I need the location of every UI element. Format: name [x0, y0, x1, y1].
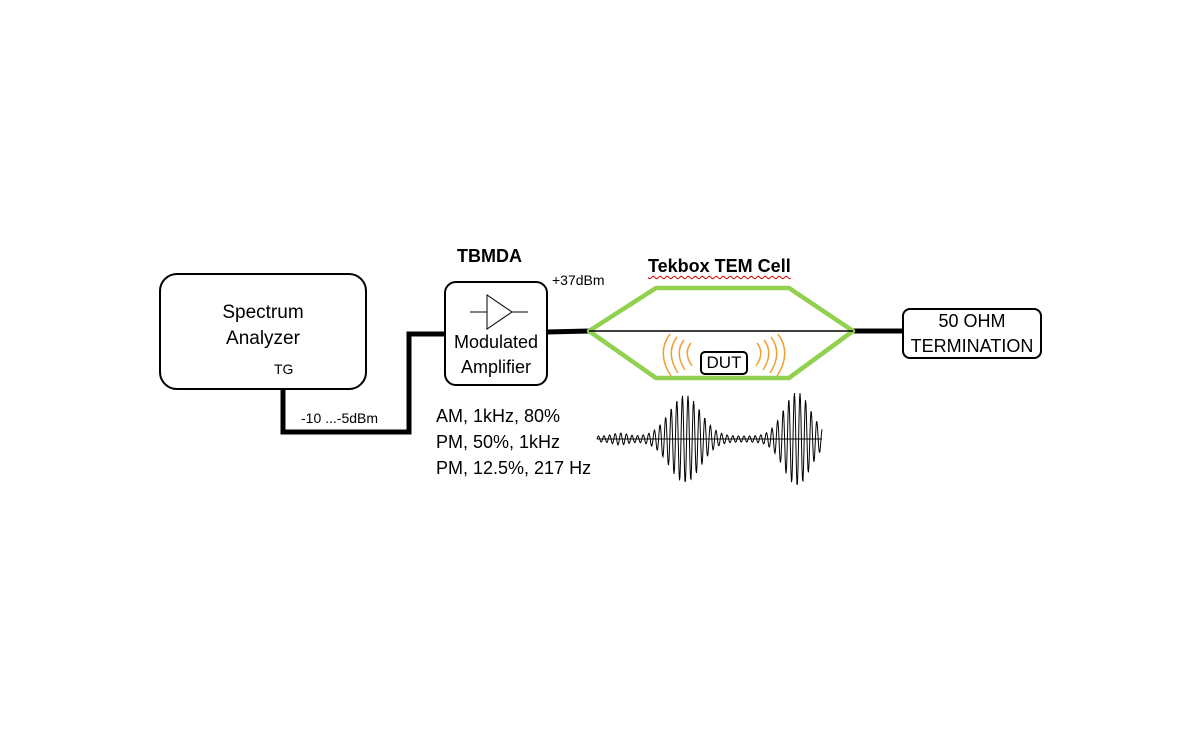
tem-cell-title: Tekbox TEM Cell [648, 256, 791, 276]
tg-port-label: TG [274, 361, 294, 377]
output-level-label: +37dBm [552, 272, 605, 288]
modulation-item-pm-217hz: PM, 12.5%, 217 Hz [436, 458, 592, 478]
spectrum-analyzer-label-line2: Analyzer [226, 327, 300, 349]
dut-box: DUT [700, 351, 748, 375]
modulated-waveform [596, 392, 823, 485]
amplifier-label: Modulated Amplifier [444, 330, 548, 380]
spectrum-analyzer-box: Spectrum Analyzer [159, 273, 367, 390]
amplifier-label-line2: Amplifier [460, 357, 531, 377]
termination-label-line1: 50 OHM [938, 310, 1006, 331]
termination-label-line2: TERMINATION [910, 335, 1034, 356]
amplifier-label-line1: Modulated [453, 332, 539, 352]
termination-box: 50 OHM TERMINATION [902, 308, 1042, 359]
amplifier-triangle-icon [470, 294, 528, 330]
modulation-list: AM, 1kHz, 80% PM, 50%, 1kHz PM, 12.5%, 2… [436, 403, 591, 481]
input-level-label: -10 ...-5dBm [301, 410, 379, 426]
amplifier-box [444, 281, 548, 386]
modulation-item-am: AM, 1kHz, 80% [436, 406, 561, 426]
spectrum-analyzer-label-line1: Spectrum [222, 301, 304, 323]
output-cable [545, 328, 591, 335]
dut-label: DUT [706, 353, 742, 372]
amplifier-title: TBMDA [457, 246, 522, 266]
input-cable [280, 331, 446, 435]
radiation-waves-left [662, 333, 693, 377]
modulation-item-pm-1khz: PM, 50%, 1kHz [436, 432, 561, 452]
radiation-waves-right [755, 333, 786, 377]
